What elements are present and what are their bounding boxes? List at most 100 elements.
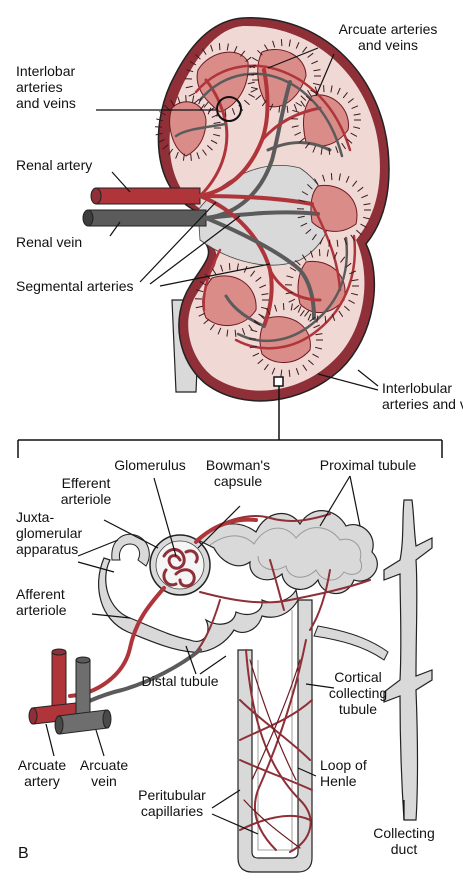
interlobular-vessel <box>330 173 333 181</box>
interlobular-vessel <box>312 353 319 358</box>
label-line: Arcuate arteries <box>339 21 438 37</box>
interlobular-vessel <box>288 39 291 47</box>
interlobular-vessel <box>324 315 327 323</box>
interlobular-vessel <box>331 314 336 321</box>
interlobular-vessel <box>345 175 350 183</box>
interlobular-vessel <box>282 303 285 311</box>
interlobular-vessel <box>298 137 305 143</box>
interlobular-vessel <box>209 324 215 331</box>
cortical-collecting-tubule <box>313 625 389 661</box>
interlobular-vessel <box>201 48 207 55</box>
label-line: B <box>18 845 29 862</box>
interlobular-vessel <box>341 142 347 150</box>
interlobular-vessel <box>211 114 219 118</box>
afferent-arteriole <box>68 586 166 698</box>
interlobular-vessel <box>280 369 283 377</box>
interlobular-vessel <box>199 104 205 111</box>
venule-return <box>80 648 202 706</box>
interlobular-vessel <box>353 113 361 116</box>
interlobular-vessel <box>233 45 238 53</box>
interlobular-vessel <box>248 324 254 331</box>
interlobular-vessel <box>343 238 348 245</box>
interlobular-vessel <box>252 352 260 357</box>
panel-bracket <box>17 386 443 458</box>
label-line: vein <box>91 773 117 789</box>
label-line: arteries <box>16 79 63 95</box>
interlobular-vessel <box>313 178 319 185</box>
label-line: duct <box>391 841 418 857</box>
interlobular-vessel <box>300 222 308 227</box>
interlobular-vessel <box>211 268 217 275</box>
interlobular-vessel <box>253 319 260 326</box>
interlobular-vessel <box>213 133 221 137</box>
interlobular-vessel <box>305 228 312 235</box>
interlobular-vessel <box>301 254 307 261</box>
interlobular-vessel <box>300 100 306 107</box>
interlobular-vessel <box>311 234 317 241</box>
interlobular-vessel <box>294 131 302 136</box>
renal-artery <box>95 187 201 205</box>
label-proximal-tubule: Proximal tubule <box>320 457 417 473</box>
interlobular-vessel <box>353 126 361 129</box>
interlobular-vessel <box>259 284 267 289</box>
label-renal-vein: Renal vein <box>16 234 82 250</box>
interlobular-vessel <box>190 153 192 161</box>
interlobular-vessel <box>203 318 210 325</box>
interlobular-vessel <box>175 151 179 159</box>
proximal-tubule <box>196 510 378 595</box>
interlobular-vessel <box>220 264 224 272</box>
interlobular-vessel <box>363 203 371 206</box>
interlobular-vessel <box>265 308 271 315</box>
interlobular-vessel <box>309 316 316 322</box>
interlobular-vessel <box>313 69 321 72</box>
interlobular-vessel <box>355 229 362 236</box>
interlobular-vessel <box>263 44 269 51</box>
interlobular-vessel <box>198 312 206 317</box>
label-glomerulus: Glomerulus <box>114 457 186 473</box>
interlobular-vessel <box>248 93 255 98</box>
interlobular-vessel <box>210 139 218 144</box>
label-renal-artery: Renal artery <box>16 157 92 173</box>
proximal-tubule-lumen <box>209 527 362 581</box>
interlobular-vessel <box>301 191 309 196</box>
interlobular-vessel <box>247 81 255 85</box>
interlobular-vessel <box>318 249 321 257</box>
interlobular-vessel <box>304 142 310 149</box>
interlobular-vessel <box>185 85 193 89</box>
interlobular-vessel <box>170 99 175 107</box>
interlobular-vessel <box>326 249 329 257</box>
interlobular-vessel <box>155 132 163 136</box>
interlobular-vessel <box>278 105 281 113</box>
interlobular-vessel <box>293 304 300 311</box>
interlobular-vessel <box>255 276 262 282</box>
interlobular-vessel <box>198 97 202 105</box>
renal-vein <box>87 209 207 227</box>
juxtaglomerular-loop <box>111 533 150 567</box>
interlobular-vessel <box>348 299 355 304</box>
interlobular-vessel <box>196 289 204 293</box>
label-line: Arcuate <box>80 757 128 773</box>
interlobular-vessel <box>320 147 323 155</box>
interlobular-vessel <box>249 345 257 349</box>
interlobular-vessel <box>185 95 187 103</box>
interlobular-vessel <box>231 108 236 115</box>
interlobular-vessel <box>156 118 164 122</box>
interlobular-vessel <box>159 111 166 116</box>
interlobular-vessel <box>360 223 367 228</box>
label-line: Loop of <box>320 757 367 773</box>
arcuate-vessels <box>194 64 357 350</box>
interlobular-vessel <box>305 95 312 102</box>
label-line: Segmental arteries <box>16 278 134 294</box>
interlobular-vessel <box>293 104 298 111</box>
interlobular-vessel <box>250 86 259 90</box>
interlobular-vessel <box>163 104 170 111</box>
label-line: artery <box>24 773 60 789</box>
interlobular-vessel <box>177 96 181 104</box>
interlobular-vessel <box>257 49 263 56</box>
interlobular-vessel <box>271 367 276 375</box>
interlobular-vessel <box>362 216 371 220</box>
label-line: arteries and veins <box>382 396 463 412</box>
